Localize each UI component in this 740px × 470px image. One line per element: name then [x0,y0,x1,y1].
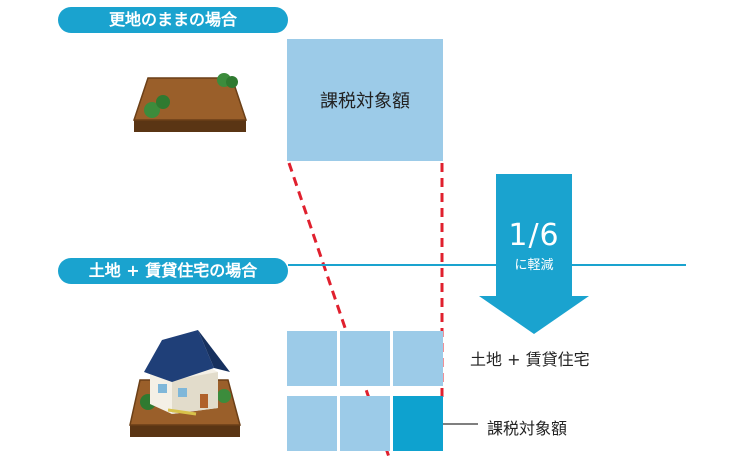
grid-cell [287,396,337,451]
reduction-caption: に軽減 [514,258,554,273]
taxable-amount-label: 課税対象額 [487,419,568,438]
land-with-house-icon [129,330,241,437]
grid-cell [340,331,390,386]
divider-line [288,264,686,266]
grid-cell [287,331,337,386]
section-title-vacant-land: 更地のままの場合 [58,7,288,33]
grid-cell [340,396,390,451]
reduction-arrow [479,174,589,334]
reduction-ratio: 1/6 [508,218,560,253]
section-title-land-and-rental: 土地 + 賃貸住宅の場合 [58,258,288,284]
vacant-land-icon [132,73,248,132]
land-and-rental-label: 土地 + 賃貸住宅 [470,350,590,369]
grid-cell-taxable [393,396,443,451]
tax-amount-label: 課税対象額 [320,91,410,112]
tax-amount-box: 課税対象額 [287,39,443,161]
grid-cell [393,331,443,386]
